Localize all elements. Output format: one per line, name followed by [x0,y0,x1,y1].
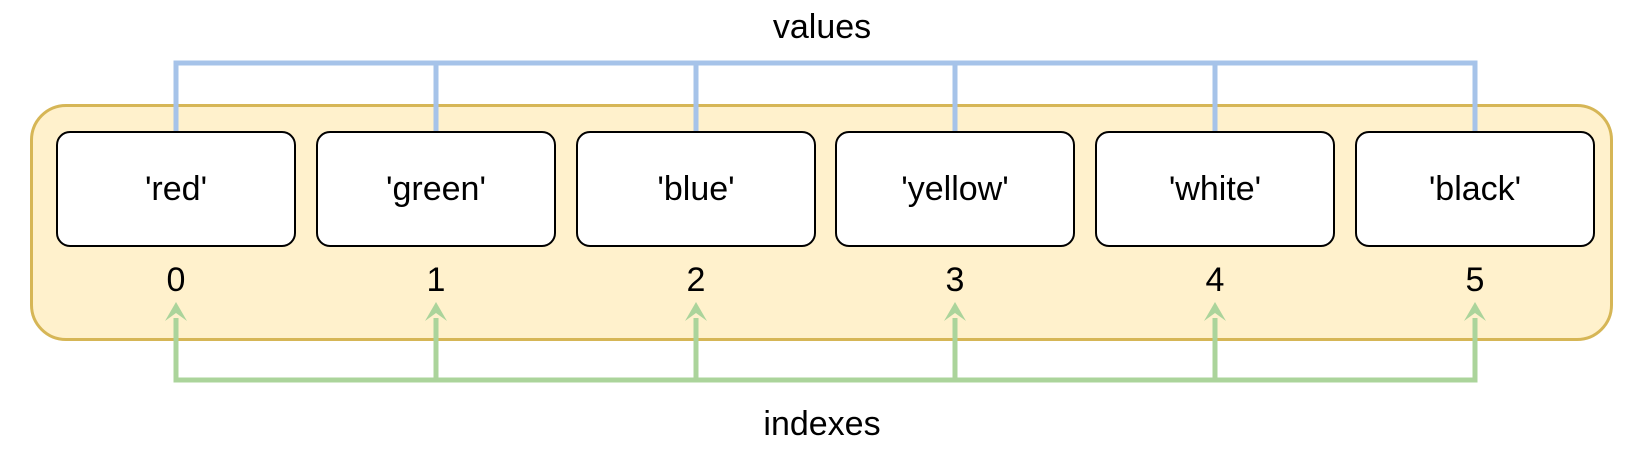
list-item-box: 'red' [56,131,296,247]
values-label: values [772,8,872,46]
index-number: 4 [1205,261,1225,299]
index-number: 1 [426,261,446,299]
list-item-box: 'blue' [576,131,816,247]
index-number: 3 [945,261,965,299]
index-number: 2 [686,261,706,299]
index-number: 0 [166,261,186,299]
indexes-label: indexes [763,405,881,443]
list-item-box: 'black' [1355,131,1595,247]
list-item-box: 'green' [316,131,556,247]
index-number: 5 [1465,261,1485,299]
list-item-box: 'white' [1095,131,1335,247]
list-item-box: 'yellow' [835,131,1075,247]
